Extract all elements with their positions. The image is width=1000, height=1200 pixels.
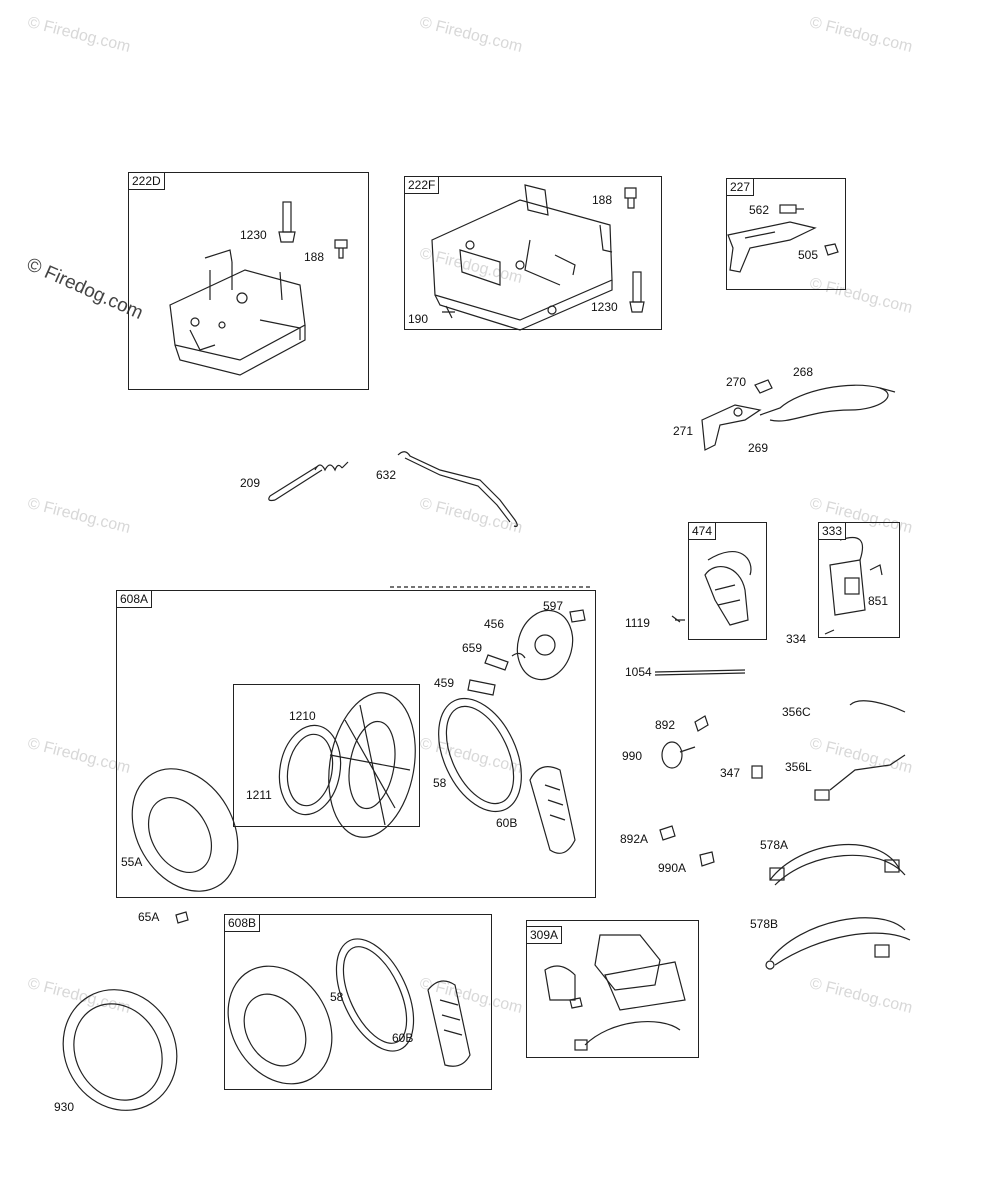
group-box-608a: [116, 590, 596, 898]
part-label: 347: [720, 766, 741, 780]
part-label: 632: [376, 468, 397, 482]
part-label: 456: [484, 617, 505, 631]
group-label-227: 227: [726, 178, 755, 196]
part-label: 1230: [591, 300, 618, 314]
part-label: 1210: [289, 709, 316, 723]
part-label: 1211: [246, 788, 272, 802]
shroud-930-drawing: [62, 911, 189, 1111]
part-label: 597: [543, 599, 564, 613]
group-label-474: 474: [688, 522, 717, 540]
group-box-608a-inner: [233, 684, 420, 827]
rewind-starter-608a-drawing: [131, 609, 586, 892]
group-box-309a: [526, 920, 699, 1058]
group-label-309a: 309A: [526, 926, 563, 944]
part-label: 578B: [750, 917, 779, 931]
spring-209-drawing: [268, 461, 349, 502]
group-label-608a: 608A: [116, 590, 153, 608]
part-label: 851: [868, 594, 889, 608]
part-label: 930: [54, 1100, 75, 1114]
part-label: 990A: [658, 861, 687, 875]
part-label: 1230: [240, 228, 267, 242]
engine-bracket-222d-drawing: [169, 201, 348, 376]
group-label-608b: 608B: [224, 914, 261, 932]
group-box-222d: [128, 172, 369, 390]
group-box-227: [726, 178, 846, 290]
part-label: 659: [462, 641, 483, 655]
part-label: 1054: [625, 665, 652, 679]
part-label: 356C: [782, 705, 811, 719]
lever-227-drawing: [727, 204, 839, 273]
part-label: 892: [655, 718, 676, 732]
part-label: 505: [798, 248, 819, 262]
part-label: 58: [433, 776, 447, 790]
part-label: 190: [408, 312, 429, 326]
group-label-222f: 222F: [404, 176, 440, 194]
part-label: 65A: [138, 910, 160, 924]
part-label: 58: [330, 990, 344, 1004]
part-label: 562: [749, 203, 770, 217]
group-box-474: [688, 522, 767, 640]
part-label: 892A: [620, 832, 649, 846]
part-label: 188: [304, 250, 325, 264]
module-333-drawing: [824, 536, 883, 635]
part-label: 1119: [625, 616, 650, 630]
group-box-608b: [224, 914, 492, 1090]
group-label-222d: 222D: [128, 172, 165, 190]
part-label: 578A: [760, 838, 789, 852]
part-label: 188: [592, 193, 613, 207]
group-label-333: 333: [818, 522, 847, 540]
link-632-drawing: [397, 451, 518, 527]
part-label: 356L: [785, 760, 812, 774]
part-label: 334: [786, 632, 807, 646]
part-label: 209: [240, 476, 261, 490]
part-label: 60B: [496, 816, 518, 830]
module-474-drawing: [671, 551, 752, 626]
part-label: 270: [726, 375, 747, 389]
part-label: 60B: [392, 1031, 414, 1045]
part-label: 271: [673, 424, 694, 438]
part-label: 990: [622, 749, 643, 763]
engine-bracket-222f-drawing: [431, 184, 645, 331]
part-label: 459: [434, 676, 455, 690]
group-box-222f: [404, 176, 662, 330]
electrical-parts-drawing: [654, 669, 911, 970]
group-box-333: [818, 522, 900, 638]
part-label: 268: [793, 365, 814, 379]
ignition-309a-drawing: [544, 934, 686, 1051]
part-label: 55A: [121, 855, 143, 869]
part-label: 269: [748, 441, 769, 455]
rewind-starter-608b-drawing: [227, 938, 471, 1085]
throttle-cable-drawing: [701, 379, 896, 451]
